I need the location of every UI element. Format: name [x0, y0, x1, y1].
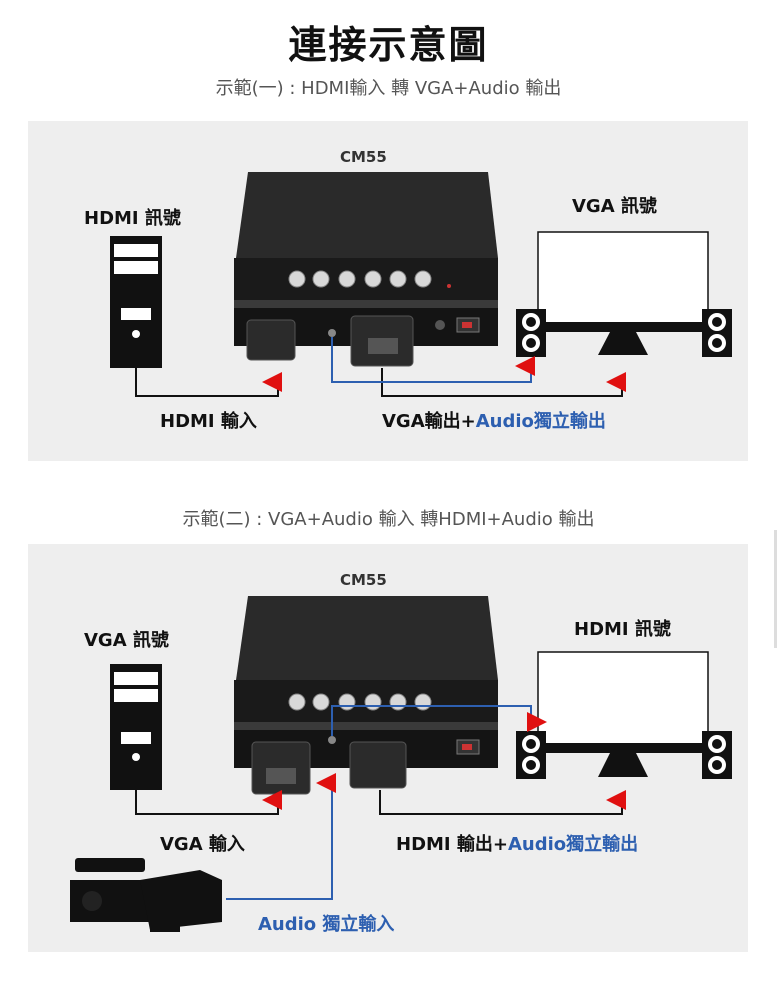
example1-input-label: HDMI 輸入	[160, 411, 257, 432]
example1-caption: 示範(一) : HDMI輸入 轉 VGA+Audio 輸出	[215, 78, 562, 99]
output-vga-text: VGA輸出+	[382, 411, 476, 432]
output-hdmi-text: HDMI 輸出+	[396, 834, 508, 855]
example2-display-label: HDMI 訊號	[574, 619, 671, 640]
example1-display-label: VGA 訊號	[572, 196, 657, 217]
example2-caption: 示範(二) : VGA+Audio 輸入 轉HDMI+Audio 輸出	[182, 509, 595, 530]
example2-output-label: HDMI 輸出+Audio獨立輸出	[396, 830, 638, 856]
scroll-tab[interactable]	[774, 530, 777, 648]
output-audio-text-2: Audio獨立輸出	[507, 834, 639, 855]
output-audio-text: Audio獨立輸出	[475, 411, 606, 432]
example1-output-label: VGA輸出+Audio獨立輸出	[382, 407, 606, 433]
example2-audio-input-label: Audio 獨立輸入	[258, 914, 395, 935]
monitor-icon	[528, 231, 718, 355]
speaker-icon	[516, 731, 732, 779]
example2-device-label: CM55	[340, 571, 387, 589]
cm55-device-icon-2	[234, 596, 498, 795]
vga-connector-icon	[516, 309, 732, 357]
pc-tower-icon-2	[110, 664, 162, 790]
example1-source-label: HDMI 訊號	[84, 208, 181, 229]
pc-tower-icon	[110, 236, 162, 368]
monitor-icon-2	[528, 651, 718, 777]
example2-source-label: VGA 訊號	[84, 630, 169, 651]
page-title: 連接示意圖	[288, 23, 489, 67]
example2-input-label: VGA 輸入	[160, 834, 245, 855]
video-camera-icon	[70, 858, 222, 932]
cm55-device-icon	[234, 172, 498, 367]
example1-device-label: CM55	[340, 148, 387, 166]
